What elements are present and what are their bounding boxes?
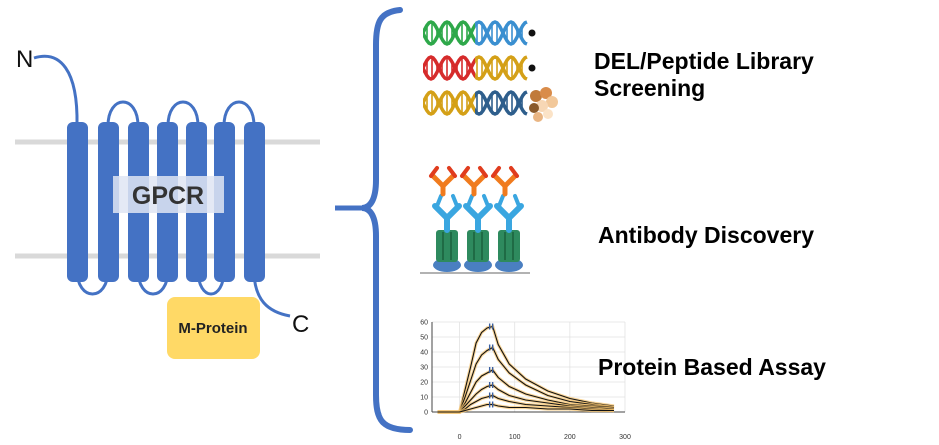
- antibody-discovery-label: Antibody Discovery: [598, 222, 814, 248]
- helix-7: [244, 122, 265, 282]
- dna-backbone: [501, 55, 528, 81]
- curly-brace: [361, 7, 413, 433]
- dna-strand-1: [423, 20, 528, 46]
- dna-backbone: [423, 55, 450, 81]
- compound-dot-1: [528, 29, 536, 37]
- dna-backbone: [501, 90, 528, 116]
- orange-antibody: [430, 173, 456, 197]
- y-tick-label: 60: [420, 320, 428, 327]
- dna-backbone: [423, 90, 450, 116]
- dna-backbone: [423, 55, 450, 81]
- dna-backbone: [423, 20, 450, 46]
- del-label-line-1: DEL/Peptide Library: [594, 48, 814, 74]
- n-terminus-tail: [33, 54, 79, 126]
- chart-series: [437, 323, 615, 414]
- dna-strand-2: [423, 55, 528, 81]
- m-protein-box: [167, 297, 260, 359]
- orange-antibody: [492, 173, 518, 197]
- receptor-barrel: [436, 230, 458, 262]
- receptor-barrel: [467, 230, 489, 262]
- extracellular-loop-3: [222, 100, 256, 127]
- peptide-cluster-icon: [529, 87, 558, 122]
- blue-antibody: [463, 203, 493, 233]
- blue-antibody: [432, 203, 462, 233]
- x-tick-label: 200: [564, 434, 576, 441]
- dna-library-icon: [423, 20, 558, 122]
- x-tick-label: 300: [619, 434, 631, 441]
- y-tick-label: 10: [420, 395, 428, 402]
- antibody-unit-3: [491, 166, 524, 272]
- antibody-icon: [420, 166, 530, 274]
- gpcr-label-box: [113, 176, 224, 213]
- helix-1: [67, 122, 88, 282]
- dna-strand-3: [423, 90, 528, 116]
- extracellular-loop-2: [166, 100, 200, 127]
- y-tick-label: 40: [420, 350, 428, 357]
- receptor-barrel: [498, 230, 520, 262]
- del-peptide-library-label: DEL/Peptide Library Screening: [594, 48, 894, 102]
- antibody-unit-2: [460, 166, 493, 272]
- blue-antibody: [494, 203, 524, 233]
- orange-antibody: [461, 173, 487, 197]
- x-tick-label: 100: [509, 434, 521, 441]
- chart-gridlines: [432, 321, 626, 413]
- dna-backbone: [501, 20, 528, 46]
- gpcr-label: GPCR: [132, 182, 204, 210]
- y-tick-label: 30: [420, 365, 428, 372]
- sensorgram-chart: 0 10 20 30 40 50 60 0 100 200 300: [420, 320, 631, 442]
- helix-6: [214, 122, 235, 282]
- compound-dot-2: [528, 64, 536, 72]
- helix-2: [98, 122, 119, 282]
- chart-tick-labels: 0 10 20 30 40 50 60 0 100 200 300: [420, 320, 631, 442]
- dna-backbone: [423, 20, 450, 46]
- y-tick-label: 0: [424, 410, 428, 417]
- n-terminus-label: N: [16, 46, 33, 73]
- y-tick-label: 20: [420, 380, 428, 387]
- dna-backbone: [501, 55, 528, 81]
- y-tick-label: 50: [420, 335, 428, 342]
- protein-based-assay-label: Protein Based Assay: [598, 354, 826, 380]
- x-tick-label: 0: [458, 434, 462, 441]
- c-terminus-label: C: [292, 311, 309, 338]
- m-protein-label: M-Protein: [178, 320, 247, 337]
- antibody-unit-1: [429, 166, 462, 272]
- dna-backbone: [501, 20, 528, 46]
- del-label-line-2: Screening: [594, 75, 706, 101]
- extracellular-loop-1: [106, 100, 140, 127]
- dna-backbone: [423, 90, 450, 116]
- dna-backbone: [501, 90, 528, 116]
